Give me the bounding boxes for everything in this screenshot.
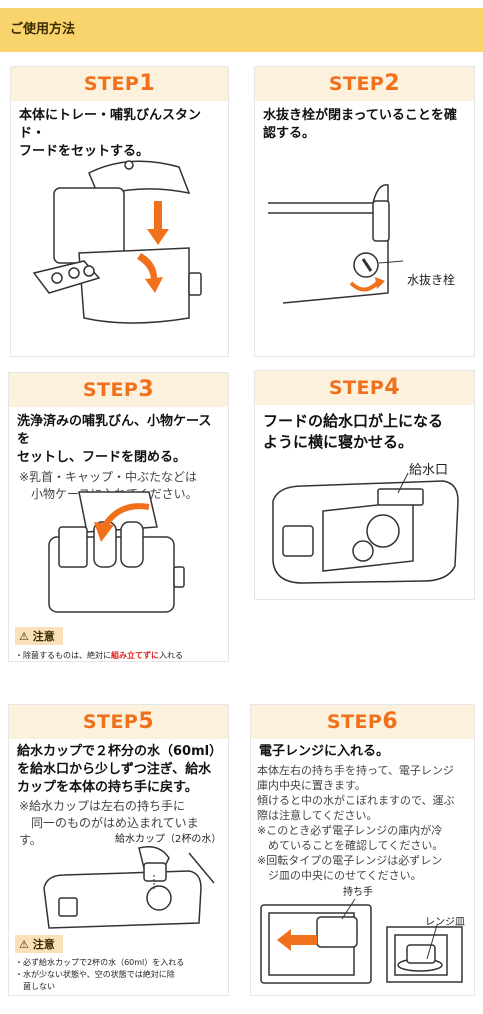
step-title: 洗浄済みの哺乳びん、小物ケースを セットし、フードを閉める。 bbox=[17, 414, 212, 465]
step-title: フードの給水口が上になる ように横に寝かせる。 bbox=[263, 412, 444, 451]
handle-label: 持ち手 bbox=[343, 887, 373, 898]
step-title: 電子レンジに入れる。 bbox=[259, 744, 390, 759]
sterilizer-lying-illustration bbox=[272, 472, 459, 584]
pouring-water-illustration bbox=[43, 846, 215, 929]
step-card-2: STEP2 水抜き栓が閉まっていることを確 認する。 水抜き栓 bbox=[254, 66, 475, 357]
drain-plug-illustration bbox=[268, 184, 404, 304]
orange-arrow-icon bbox=[94, 503, 150, 542]
step-title: 水抜き栓が閉まっていることを確 認する。 bbox=[263, 108, 457, 141]
step-heading: STEP6 bbox=[251, 705, 474, 739]
caution-box: ⚠ 注意 ・必ず給水カップで2杯の水（60ml）を入れる ・水が少ない状態や、空… bbox=[15, 933, 184, 993]
step-card-6: STEP6 電子レンジに入れる。 本体左右の持ち手を持って、電子レンジ 庫内中央… bbox=[250, 704, 475, 996]
water-inlet-label: 給水口 bbox=[409, 463, 449, 478]
step-card-3: STEP3 洗浄済みの哺乳びん、小物ケースを セットし、フードを閉める。 ※乳首… bbox=[8, 372, 229, 662]
orange-arrow-icon bbox=[137, 201, 169, 293]
step-note: 本体左右の持ち手を持って、電子レンジ 庫内中央に置きます。 傾けると中の水がこぼ… bbox=[257, 764, 455, 882]
section-header: ご使用方法 bbox=[0, 8, 483, 52]
step-card-1: STEP1 本体にトレー・哺乳びんスタンド・ フードをセットする。 bbox=[10, 66, 229, 357]
microwave-illustration bbox=[260, 898, 463, 984]
section-title: ご使用方法 bbox=[10, 22, 76, 37]
caution-badge: ⚠ 注意 bbox=[15, 935, 63, 953]
step-card-4: STEP4 フードの給水口が上になる ように横に寝かせる。 給水口 bbox=[254, 370, 475, 600]
sterilizer-assembly-illustration bbox=[32, 160, 202, 324]
step-title: 本体にトレー・哺乳びんスタンド・ フードをセットする。 bbox=[19, 108, 202, 159]
step-heading: STEP3 bbox=[9, 373, 228, 407]
step-heading: STEP1 bbox=[11, 67, 228, 101]
water-cup-label: 給水カップ（2杯の水） bbox=[115, 834, 222, 845]
turntable-label: レンジ皿 bbox=[425, 917, 465, 928]
drain-plug-label: 水抜き栓 bbox=[407, 273, 456, 287]
step-heading: STEP4 bbox=[255, 371, 474, 405]
step-heading: STEP5 bbox=[9, 705, 228, 739]
caution-badge: ⚠ 注意 bbox=[15, 627, 63, 645]
bottles-in-sterilizer-illustration bbox=[48, 491, 185, 613]
step-title: 給水カップで２杯分の水（60ml） を給水口から少しずつ注ぎ、給水 カップを本体… bbox=[17, 744, 223, 795]
warning-triangle-icon: ⚠ bbox=[19, 630, 29, 643]
orange-arrow-icon bbox=[277, 929, 317, 951]
step-card-5: STEP5 給水カップで２杯分の水（60ml） を給水口から少しずつ注ぎ、給水 … bbox=[8, 704, 229, 996]
step-note: ※給水カップは左右の持ち手に 同一のものがはめ込まれています。 bbox=[19, 799, 199, 847]
caution-text: ・除菌するものは、絶対に組み立てずに入れる bbox=[15, 651, 183, 660]
warning-triangle-icon: ⚠ bbox=[19, 938, 29, 951]
caution-text: ・必ず給水カップで2杯の水（60ml）を入れる ・水が少ない状態や、空の状態では… bbox=[15, 958, 185, 991]
step-heading: STEP2 bbox=[255, 67, 474, 101]
caution-box: ⚠ 注意 ・除菌するものは、絶対に組み立てずに入れる bbox=[15, 625, 183, 662]
